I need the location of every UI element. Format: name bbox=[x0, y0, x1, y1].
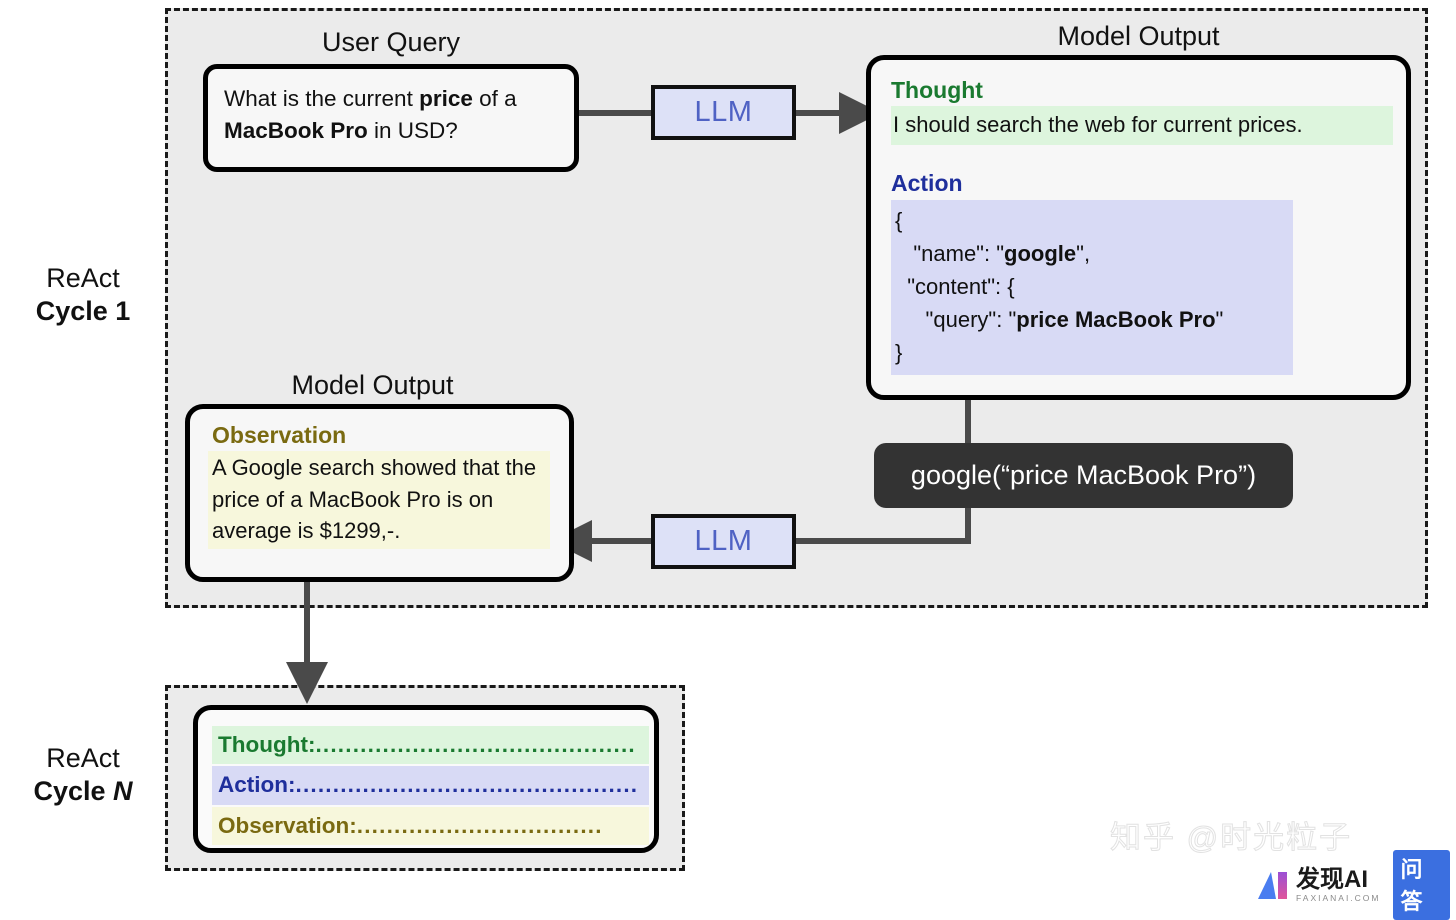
react-cycle-n-label: ReAct Cycle N bbox=[8, 742, 158, 808]
watermark: 知乎 @时光粒子 发现AI FAXIANAI.COM 问答 bbox=[1109, 812, 1450, 920]
watermark-text: 知乎 @时光粒子 bbox=[1109, 820, 1353, 856]
cycle-n-label-line1: ReAct bbox=[46, 743, 120, 773]
cycle-n-observation-dots: ................................. bbox=[356, 812, 603, 838]
observation-heading: Observation bbox=[212, 422, 347, 448]
action-json-block: { "name": "google", "content": { "query"… bbox=[891, 199, 1293, 375]
model-output-card-thought-action: Thought I should search the web for curr… bbox=[866, 55, 1411, 400]
watermark-brand: 发现AI FAXIANAI.COM bbox=[1296, 865, 1381, 903]
thought-text: I should search the web for current pric… bbox=[891, 106, 1393, 146]
watermark-badge: 问答 bbox=[1392, 850, 1450, 920]
cycle-1-label-line1: ReAct bbox=[46, 263, 120, 293]
action-heading: Action bbox=[891, 170, 963, 197]
cycle-n-card: Thought:................................… bbox=[193, 705, 659, 853]
user-query-text: What is the current price of a MacBook P… bbox=[224, 86, 517, 143]
model-output-1-caption: Model Output bbox=[1057, 21, 1220, 51]
edge-tool-to-llm bbox=[796, 505, 971, 544]
connector-lines bbox=[286, 92, 971, 704]
cycle-n-action-label: Action: bbox=[218, 772, 296, 798]
cycle-n-thought-row: Thought:................................… bbox=[212, 726, 649, 765]
llm-box-bottom[interactable]: LLM bbox=[651, 514, 796, 569]
cycle-n-label-line2: Cycle N bbox=[33, 775, 133, 806]
watermark-brand-sub: FAXIANAI.COM bbox=[1296, 892, 1381, 903]
observation-text: A Google search showed that the price of… bbox=[208, 451, 550, 549]
tool-call-pill: google(“price MacBook Pro”) bbox=[874, 443, 1293, 508]
react-cycle-1-label: ReAct Cycle 1 bbox=[8, 262, 158, 328]
cycle-n-observation-row: Observation:............................… bbox=[212, 806, 649, 846]
model-output-card-observation: Observation A Google search showed that … bbox=[185, 404, 574, 582]
user-query-card: What is the current price of a MacBook P… bbox=[203, 64, 579, 172]
cycle-n-action-dots: ........................................… bbox=[295, 772, 639, 798]
cycle-n-thought-dots: ........................................… bbox=[315, 732, 636, 757]
thought-heading: Thought bbox=[891, 77, 983, 103]
watermark-brand-main: 发现AI bbox=[1296, 865, 1369, 893]
watermark-logo: 发现AI FAXIANAI.COM 问答 bbox=[1258, 850, 1450, 920]
cycle-n-action-row: Action:.................................… bbox=[212, 766, 649, 805]
user-query-caption: User Query bbox=[321, 27, 461, 57]
diagram-canvas: ReAct Cycle 1 ReAct Cycle N User Query M… bbox=[8, 8, 1450, 920]
faxianai-logo-icon bbox=[1258, 870, 1290, 900]
model-output-2-caption: Model Output bbox=[291, 370, 454, 400]
cycle-n-thought-label: Thought: bbox=[218, 732, 316, 757]
cycle-1-label-line2: Cycle 1 bbox=[35, 295, 131, 326]
cycle-n-observation-label: Observation: bbox=[218, 812, 357, 838]
llm-box-top[interactable]: LLM bbox=[651, 85, 796, 140]
